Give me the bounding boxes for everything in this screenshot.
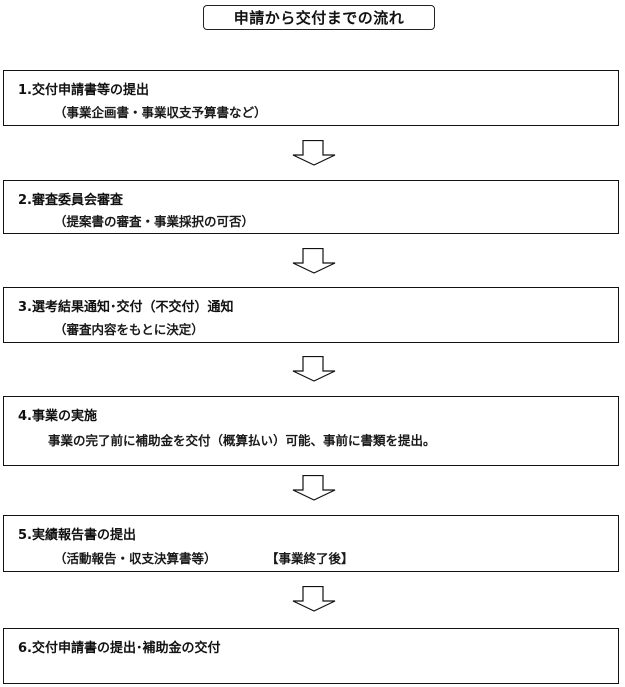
down-arrow-icon bbox=[292, 356, 336, 382]
step-4-title: 4.事業の実施 bbox=[18, 409, 97, 424]
step-5-title: 5.実績報告書の提出 bbox=[18, 528, 136, 543]
step-4-box: 4.事業の実施 事業の完了前に補助金を交付（概算払い）可能、事前に書類を提出。 bbox=[3, 396, 619, 466]
down-arrow-icon bbox=[292, 586, 336, 612]
step-4-description: 事業の完了前に補助金を交付（概算払い）可能、事前に書類を提出。 bbox=[48, 433, 436, 448]
step-5-box: 5.実績報告書の提出 （活動報告・収支決算書等） 【事業終了後】 bbox=[3, 515, 619, 572]
down-arrow-icon bbox=[292, 140, 336, 166]
down-arrow-icon bbox=[292, 475, 336, 501]
step-3-title: 3.選考結果通知･交付（不交付）通知 bbox=[18, 300, 234, 315]
step-6-box: 6.交付申請書の提出･補助金の交付 bbox=[3, 628, 619, 684]
page-title: 申請から交付までの流れ bbox=[203, 5, 435, 30]
step-5-subtitle: （活動報告・収支決算書等） bbox=[54, 551, 217, 566]
step-1-box: 1.交付申請書等の提出 （事業企画書・事業収支予算書など） bbox=[3, 70, 619, 126]
step-2-subtitle: （提案書の審査・事業採択の可否） bbox=[54, 214, 255, 229]
step-2-box: 2.審査委員会審査 （提案書の審査・事業採択の可否） bbox=[3, 180, 619, 234]
step-1-subtitle: （事業企画書・事業収支予算書など） bbox=[54, 105, 267, 120]
step-6-title: 6.交付申請書の提出･補助金の交付 bbox=[18, 641, 221, 656]
step-3-subtitle: （審査内容をもとに決定） bbox=[54, 322, 204, 337]
step-5-note: 【事業終了後】 bbox=[266, 551, 354, 566]
down-arrow-icon bbox=[292, 248, 336, 274]
step-3-box: 3.選考結果通知･交付（不交付）通知 （審査内容をもとに決定） bbox=[3, 287, 619, 343]
step-2-title: 2.審査委員会審査 bbox=[18, 193, 123, 208]
step-1-title: 1.交付申請書等の提出 bbox=[18, 83, 149, 98]
